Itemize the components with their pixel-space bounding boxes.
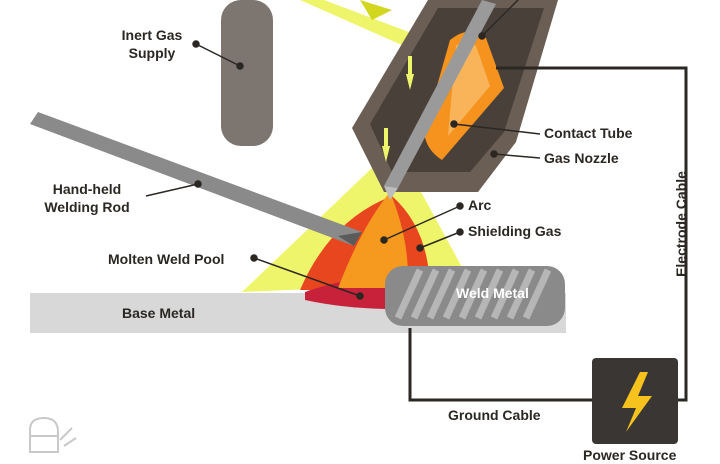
leader-line-electrode xyxy=(481,0,519,37)
leader-dot xyxy=(456,202,464,210)
leader-dot xyxy=(380,236,388,244)
label-text: Hand-held Welding Rod xyxy=(44,181,130,215)
weld-bead xyxy=(385,266,565,326)
leader-dot xyxy=(250,254,258,262)
label-arc: Arc xyxy=(468,197,492,213)
lightning-bolt-icon xyxy=(622,372,652,432)
ground-cable xyxy=(408,328,592,402)
leader-line-contact-tube xyxy=(453,123,541,135)
label-molten-weld-pool: Molten Weld Pool xyxy=(108,251,225,267)
leader-dot xyxy=(490,150,498,158)
leader-line-arc xyxy=(383,205,461,241)
label-electrode-cable: Electrode Cable xyxy=(673,171,689,277)
leader-dot xyxy=(194,180,202,188)
leader-dot xyxy=(192,40,200,48)
arc-glow xyxy=(338,192,409,288)
label-inert-gas-supply: Inert Gas Supply xyxy=(110,26,194,62)
electrode-wire-tip xyxy=(384,186,398,200)
electrode-wire xyxy=(384,0,496,188)
leader-line-pool xyxy=(253,257,361,297)
electrode-cable xyxy=(496,66,688,402)
leader-line-gas-supply xyxy=(195,43,241,67)
label-weld-metal: Weld Metal xyxy=(456,285,529,301)
leader-dot xyxy=(456,228,464,236)
label-text: Inert Gas Supply xyxy=(121,27,183,61)
leader-dot xyxy=(356,292,364,300)
welding-rod xyxy=(30,112,362,246)
welding-rod-tip xyxy=(338,232,362,246)
label-ground-cable: Ground Cable xyxy=(448,407,541,423)
leader-line-gas-nozzle xyxy=(493,153,541,159)
inert-gas-cylinder xyxy=(221,0,273,146)
gas-supply-pipe xyxy=(300,0,414,46)
gas-flow-arrow xyxy=(406,74,414,90)
leader-dot xyxy=(478,32,486,40)
leader-dot xyxy=(416,244,424,252)
label-base-metal: Base Metal xyxy=(122,305,196,321)
gas-flow-arrow-shaft xyxy=(384,128,388,146)
leader-line-rod xyxy=(145,183,199,197)
gas-flow-arrow xyxy=(382,146,390,162)
welder-mask-logo-icon xyxy=(29,416,77,453)
leader-dot xyxy=(450,120,458,128)
label-gas-nozzle: Gas Nozzle xyxy=(544,150,619,166)
gas-flow-arrow-top xyxy=(360,0,392,20)
leader-line-shielding xyxy=(419,231,461,249)
label-contact-tube: Contact Tube xyxy=(544,125,633,141)
label-power-source: Power Source xyxy=(583,447,677,463)
leader-dot xyxy=(236,62,244,70)
gas-flow-arrow-shaft xyxy=(408,56,412,74)
label-shielding-gas: Shielding Gas xyxy=(468,223,562,239)
label-hand-held-welding-rod: Hand-held Welding Rod xyxy=(32,180,142,216)
